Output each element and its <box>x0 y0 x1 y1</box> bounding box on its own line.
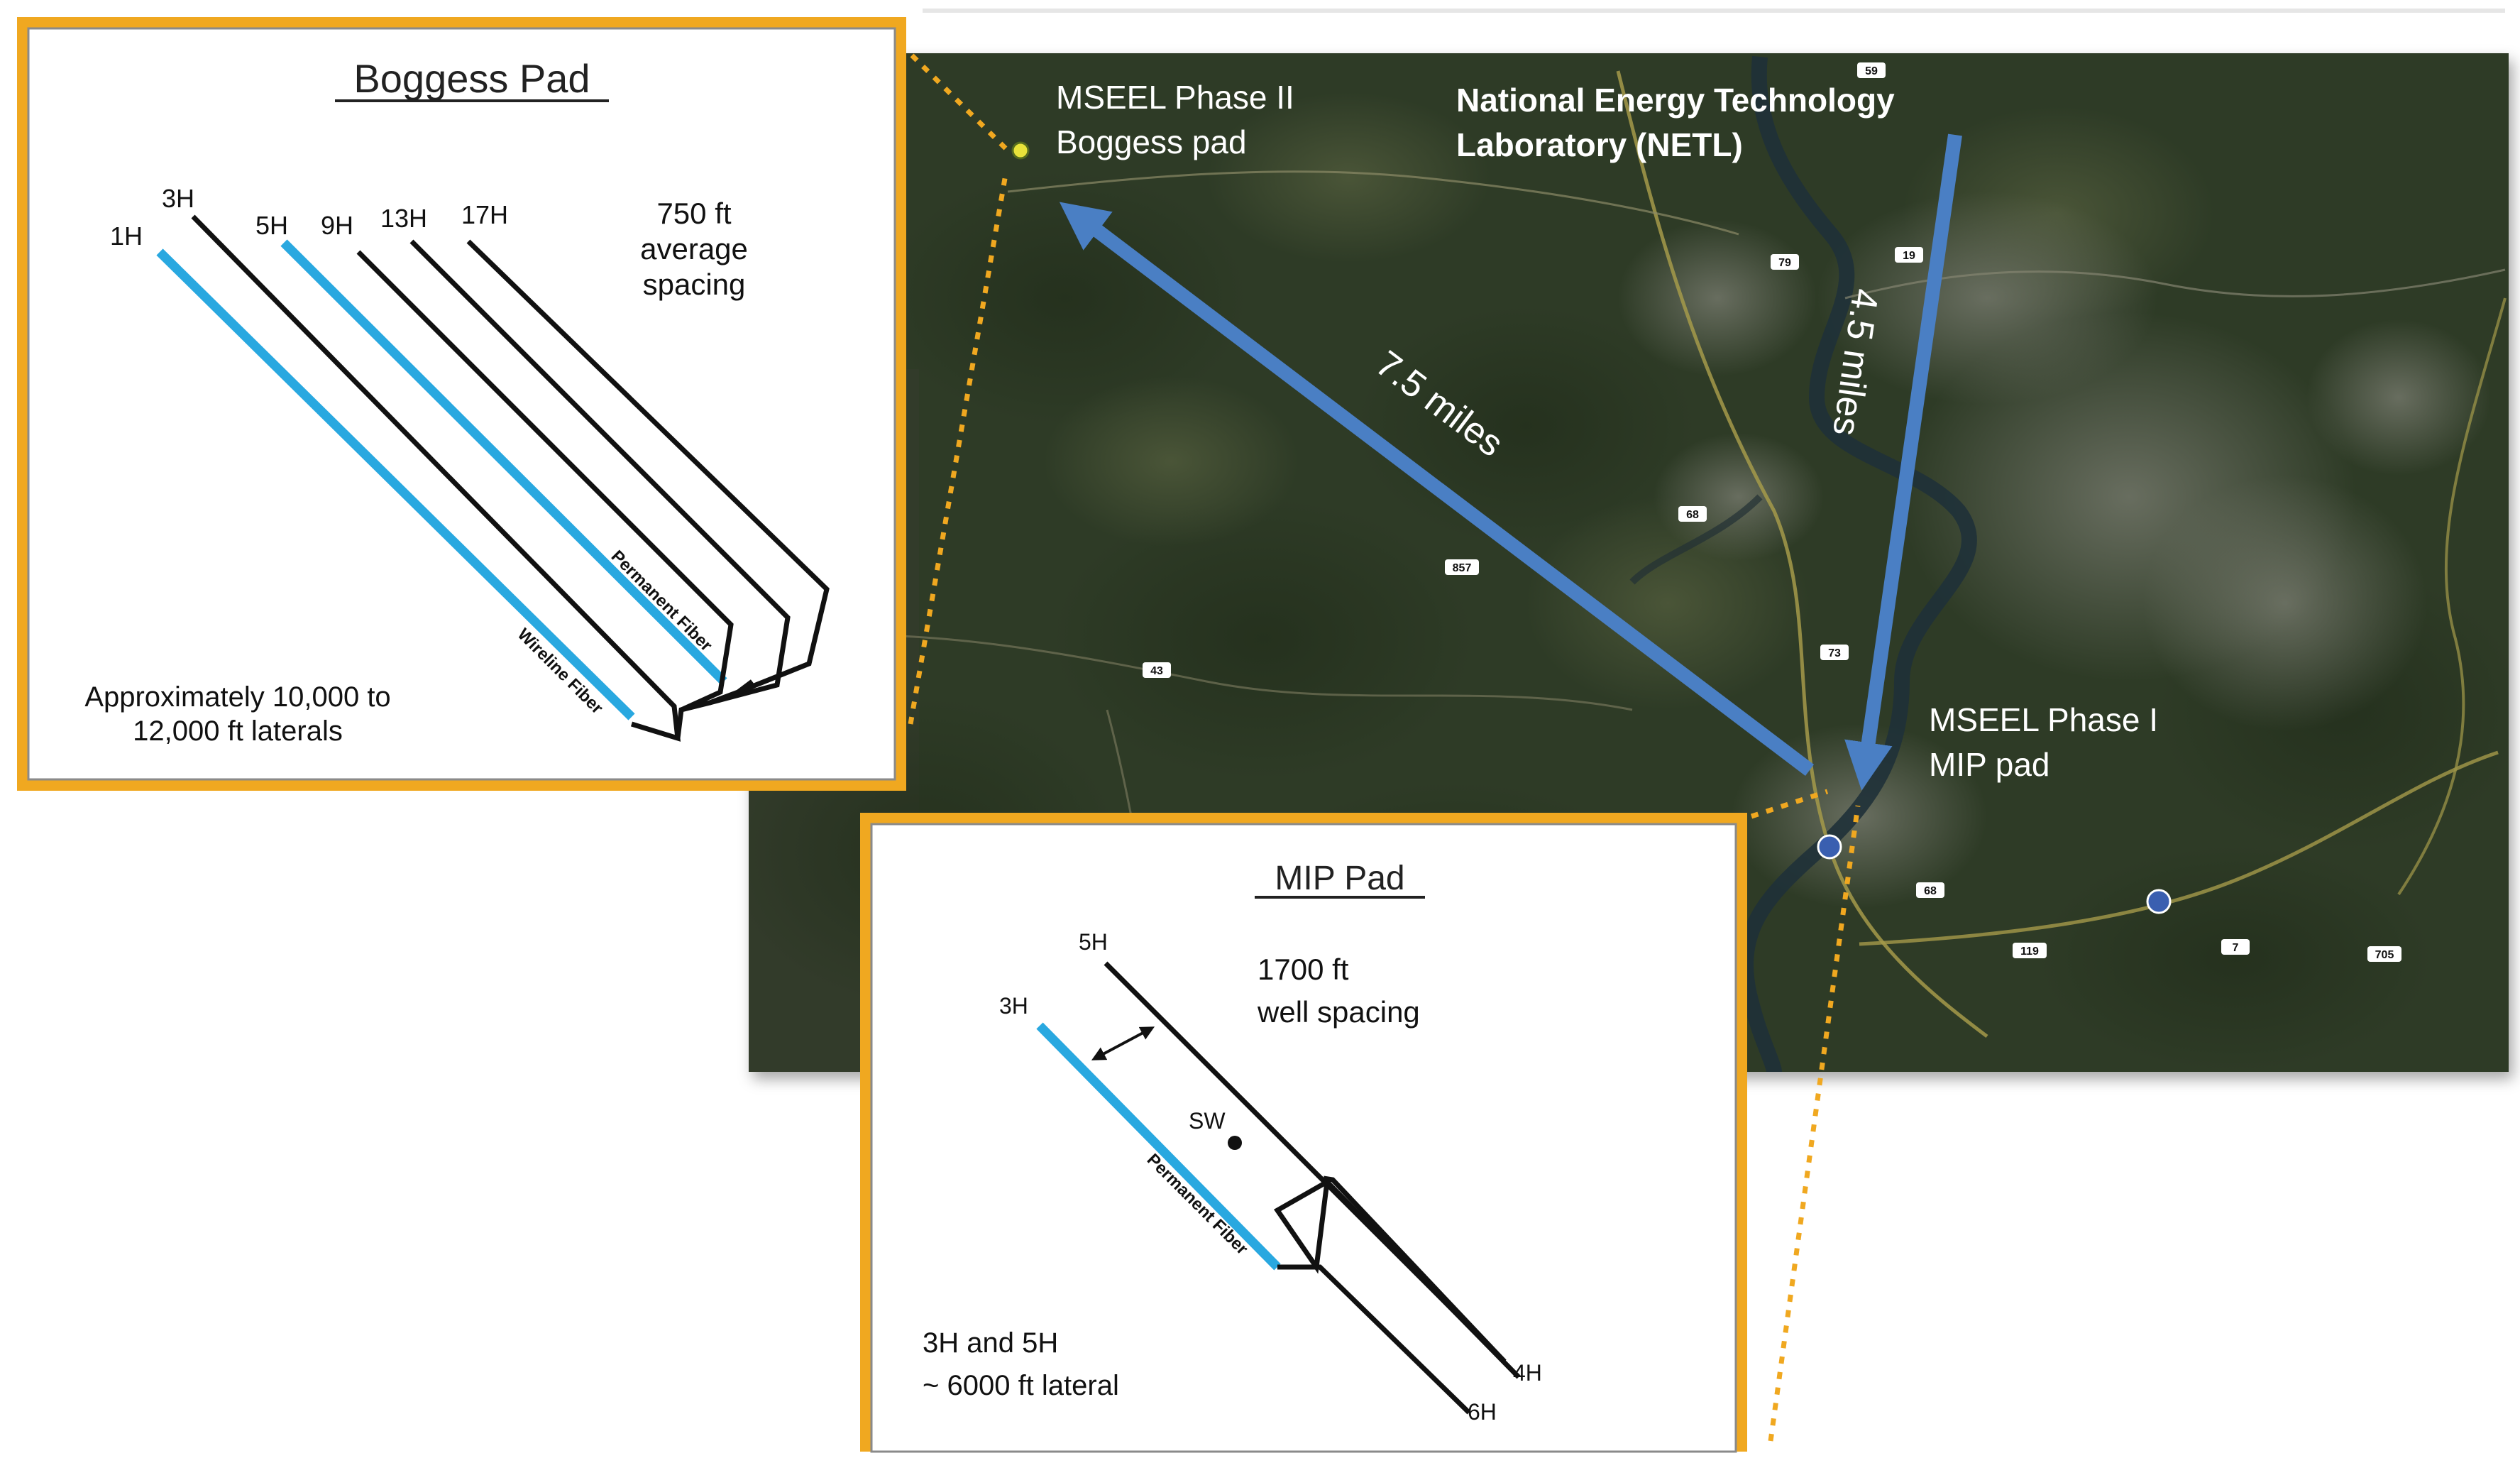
mip-title: MIP Pad <box>1275 860 1404 897</box>
wellhead-connector <box>675 679 754 739</box>
well-label-3h: 3H <box>162 184 194 213</box>
well-label-9h: 9H <box>321 211 353 240</box>
mseel-phase2-label-line1: MSEEL Phase II <box>1056 79 1294 116</box>
mip-lateral-note: 3H and 5H ~ 6000 ft lateral <box>923 1327 1119 1401</box>
mip-spacing-note: 1700 ft well spacing <box>1257 953 1420 1029</box>
well-9h <box>356 250 734 713</box>
distance-arrow-7-5-miles <box>1059 202 1815 776</box>
spacing-line-3: spacing <box>643 268 746 301</box>
mseel-phase1-label-line2: MIP pad <box>1929 746 2049 783</box>
mip-spacing-line-1: 1700 ft <box>1258 953 1349 986</box>
mip-spacing-arrow <box>1091 1026 1155 1060</box>
well-13h <box>409 239 791 706</box>
boggess-pad-inset: Boggess Pad 1H 3H 5H 9H 13H 17H 750 ft a… <box>17 17 906 791</box>
route-shield-2: 19 <box>1903 250 1915 262</box>
mip-well-labels: 3H 5H 4H 6H SW <box>999 929 1542 1425</box>
route-shield-5: 73 <box>1828 647 1841 659</box>
well-5h <box>280 239 727 685</box>
well-label-17h: 17H <box>461 200 508 229</box>
page-top-rule <box>923 9 2505 13</box>
route-shield-7: 857 <box>1453 562 1472 574</box>
sw-point <box>1228 1136 1242 1150</box>
mseel-phase1-label-line1: MSEEL Phase I <box>1929 701 2158 738</box>
well-label-5h: 5H <box>255 211 288 240</box>
mip-lateral-line-1: 3H and 5H <box>923 1327 1058 1359</box>
boggess-title: Boggess Pad <box>353 56 590 101</box>
mip-well-label-6h: 6H <box>1468 1399 1497 1425</box>
mip-pad-inset: MIP Pad 3H 5H 4H 6H SW 1700 ft well spac… <box>860 813 1747 1453</box>
route-shield-11: 68 <box>1924 885 1937 897</box>
mip-lateral-line-2: ~ 6000 ft lateral <box>923 1370 1119 1401</box>
spacing-line-2: average <box>640 232 748 265</box>
river <box>1738 55 1977 1072</box>
boggess-laterals-note: Approximately 10,000 to 12,000 ft latera… <box>84 681 390 747</box>
mip-spacing-line-2: well spacing <box>1257 995 1420 1029</box>
route-shield-4: 68 <box>1686 509 1699 521</box>
route-shield-6: 43 <box>1150 665 1163 677</box>
spacing-line-1: 750 ft <box>656 197 731 230</box>
map-labels: MSEEL Phase II Boggess pad National Ener… <box>1056 79 2158 783</box>
well-17h <box>466 239 830 695</box>
mip-wellhead <box>1273 1179 1330 1274</box>
laterals-line-2: 12,000 ft laterals <box>133 716 343 747</box>
netl-label-line1: National Energy Technology <box>1456 82 1895 119</box>
inset-leader-lines <box>908 53 1861 1442</box>
route-shield-10: 119 <box>2020 945 2039 958</box>
route-shield-1: 59 <box>1865 65 1878 77</box>
mip-wells <box>1036 961 1521 1415</box>
mip-well-label-4h: 4H <box>1513 1360 1542 1386</box>
boggess-wells <box>156 214 830 742</box>
mip-well-label-3h: 3H <box>999 993 1028 1019</box>
route-shield-8: 705 <box>2375 949 2394 961</box>
route-shields: 59 19 79 68 73 43 857 705 7 119 68 <box>1143 62 2401 962</box>
distance-arrow-4-5-miles <box>1844 133 1962 791</box>
netl-label-line2: Laboratory (NETL) <box>1456 126 1743 163</box>
well-label-1h: 1H <box>110 221 143 251</box>
well-6h-mip <box>1277 1264 1471 1415</box>
route-shield-9: 7 <box>2233 942 2239 954</box>
sw-label: SW <box>1189 1108 1226 1134</box>
mseel-phase2-label-line2: Boggess pad <box>1056 124 1247 160</box>
well-3h <box>191 214 681 742</box>
well-label-13h: 13H <box>380 204 427 233</box>
well-1h <box>156 248 635 720</box>
route-shield-3: 79 <box>1778 257 1791 269</box>
boggess-pad-marker <box>1011 141 1030 160</box>
mip-well-label-5h: 5H <box>1079 929 1108 955</box>
well-3h-mip <box>1036 1022 1281 1271</box>
boggess-spacing-note: 750 ft average spacing <box>640 197 748 301</box>
boggess-well-labels: 1H 3H 5H 9H 13H 17H <box>110 184 508 251</box>
laterals-line-1: Approximately 10,000 to <box>84 681 390 713</box>
